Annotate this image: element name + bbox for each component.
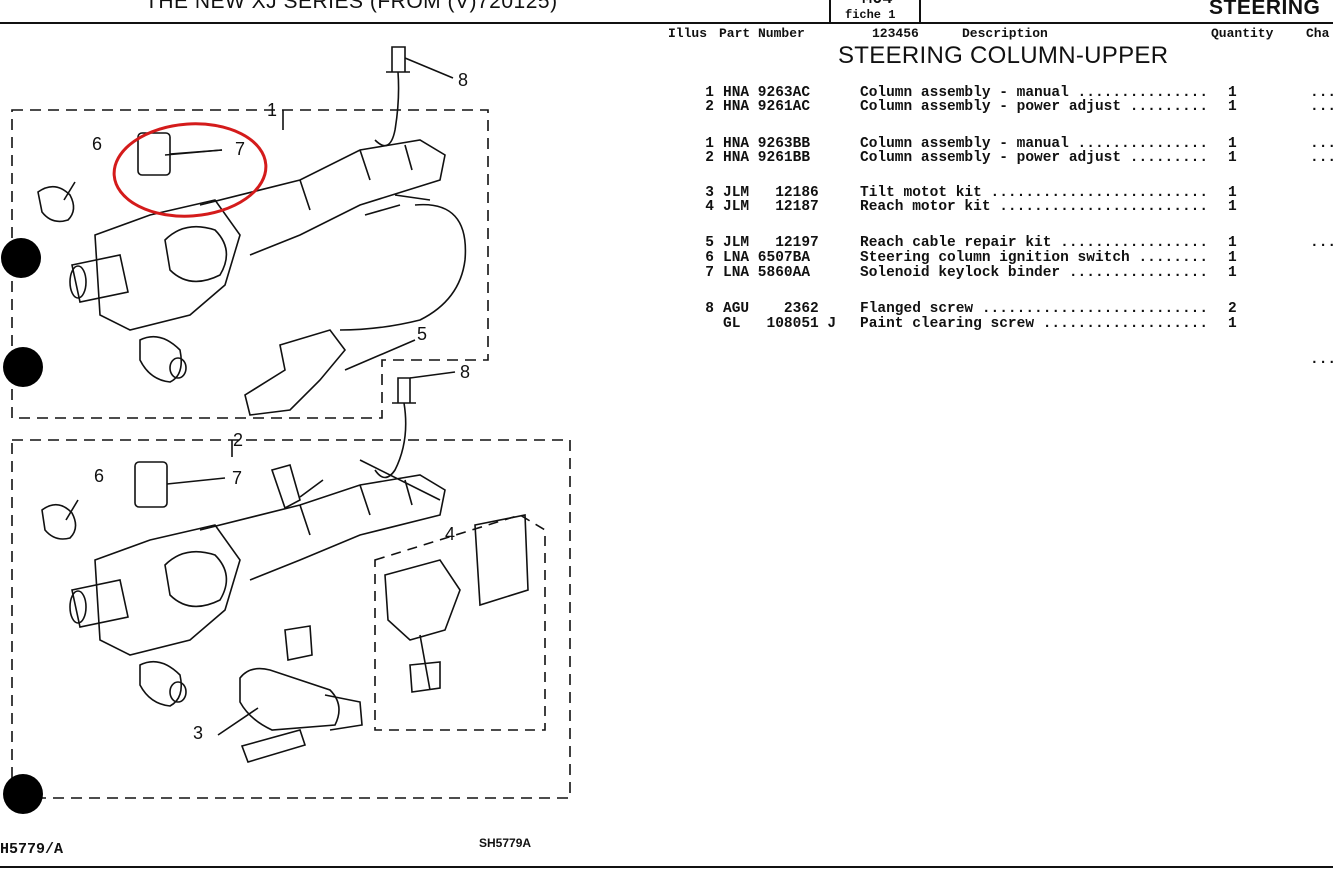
callout-label: 6	[92, 134, 102, 154]
part-quantity: 1	[1228, 85, 1237, 101]
part-description: Tilt motot kit .........................	[860, 185, 1209, 201]
tilt-motor	[239, 667, 340, 731]
part-quantity: 1	[1228, 235, 1237, 251]
ignition-switch-lower	[41, 503, 77, 540]
callout-label: 6	[94, 466, 104, 486]
catalog-header-title: THE NEW XJ SERIES (FROM (V)720125)	[145, 0, 558, 13]
part-quantity: 1	[1228, 199, 1237, 215]
column-header-change: Cha	[1306, 26, 1330, 41]
footer-rule	[0, 866, 1333, 868]
callout-label: 4	[445, 524, 455, 544]
illus-number: 5	[705, 235, 714, 251]
lower-column-assembly	[69, 464, 446, 707]
part-description: Column assembly - manual ...............	[860, 136, 1209, 152]
illus-number: 4	[705, 199, 714, 215]
illus-number: 2	[705, 99, 714, 115]
column-header-part-number: Part Number	[719, 26, 805, 41]
fiche-label: fiche 1	[845, 8, 896, 22]
part-number: AGU 2362	[723, 301, 819, 317]
header-rule	[0, 22, 1333, 24]
illus-number: 1	[705, 136, 714, 152]
part-number: HNA 9263AC	[723, 85, 811, 101]
solenoid-lower	[134, 461, 168, 508]
callout-label: 5	[417, 324, 427, 344]
part-description: Paint clearing screw ...................	[860, 316, 1209, 332]
part-description: Column assembly - power adjust .........	[860, 150, 1209, 166]
tilt-motor-connector	[284, 625, 313, 661]
illus-number: 2	[705, 150, 714, 166]
change-marker: ...	[1310, 352, 1333, 368]
part-number: HNA 9263BB	[723, 136, 811, 152]
column-header-code: 123456	[872, 26, 919, 41]
reach-cable	[339, 203, 467, 331]
section-label: STEERING	[1209, 0, 1321, 19]
change-marker: ...	[1310, 150, 1333, 166]
change-marker: ...	[1310, 85, 1333, 101]
steering-column-exploded-diagram: 1 2 3 4 5 6 7 8 6 7 8	[11, 46, 571, 799]
figure-reference-center: SH5779A	[479, 836, 532, 850]
part-description: Reach cable repair kit .................	[860, 235, 1209, 251]
part-quantity: 1	[1228, 250, 1237, 266]
assembly-2-outline	[11, 439, 571, 799]
ignition-switch-upper	[37, 185, 75, 223]
highlight-circle	[112, 122, 268, 218]
change-marker: ...	[1310, 235, 1333, 251]
illus-number: 7	[705, 265, 714, 281]
part-number: HNA 9261AC	[723, 99, 811, 115]
figure-reference: H5779/A	[0, 841, 64, 858]
punch-hole	[1, 238, 41, 278]
part-description: Reach motor kit ........................	[860, 199, 1209, 215]
callout-label: 8	[458, 70, 468, 90]
reach-motor	[384, 559, 461, 641]
column-header-description: Description	[962, 26, 1048, 41]
part-description: Flanged screw ..........................	[860, 301, 1209, 317]
solenoid-upper	[137, 132, 171, 176]
part-quantity: 1	[1228, 316, 1237, 332]
assembly-1-outline	[11, 109, 489, 419]
part-number: HNA 9261BB	[723, 150, 811, 166]
part-quantity: 1	[1228, 99, 1237, 115]
part-quantity: 1	[1228, 185, 1237, 201]
part-number: JLM 12197	[723, 235, 819, 251]
fiche-code: M04	[862, 0, 893, 9]
part-description: Column assembly - manual ...............	[860, 85, 1209, 101]
part-quantity: 1	[1228, 265, 1237, 281]
part-quantity: 1	[1228, 150, 1237, 166]
illus-number: 3	[705, 185, 714, 201]
page-title: STEERING COLUMN-UPPER	[838, 42, 1169, 69]
punch-hole	[3, 347, 43, 387]
part-description: Column assembly - power adjust .........	[860, 99, 1209, 115]
reach-cable-lever	[244, 329, 347, 416]
illus-number: 1	[705, 85, 714, 101]
punch-hole	[3, 774, 43, 814]
callout-label: 2	[233, 430, 243, 450]
callout-label: 8	[460, 362, 470, 382]
callout-label: 7	[235, 139, 245, 159]
part-description: Steering column ignition switch ........	[860, 250, 1209, 266]
part-number: JLM 12186	[723, 185, 819, 201]
part-number: LNA 5860AA	[723, 265, 811, 281]
part-number: GL 108051 J	[723, 316, 837, 332]
upper-column-assembly	[69, 139, 446, 383]
part-quantity: 2	[1228, 301, 1237, 317]
callout-label: 1	[267, 100, 277, 120]
part-description: Solenoid keylock binder ................	[860, 265, 1209, 281]
flanged-screw-upper	[374, 46, 410, 147]
flanged-screw-lower	[374, 377, 416, 479]
column-header-illus: Illus	[668, 26, 708, 41]
change-marker: ...	[1310, 136, 1333, 152]
change-marker: ...	[1310, 99, 1333, 115]
column-header-quantity: Quantity	[1211, 26, 1274, 41]
illus-number: 8	[705, 301, 714, 317]
part-number: LNA 6507BA	[723, 250, 811, 266]
illus-number: 6	[705, 250, 714, 266]
part-number: JLM 12187	[723, 199, 819, 215]
callout-label: 7	[232, 468, 242, 488]
callout-label: 3	[193, 723, 203, 743]
part-quantity: 1	[1228, 136, 1237, 152]
